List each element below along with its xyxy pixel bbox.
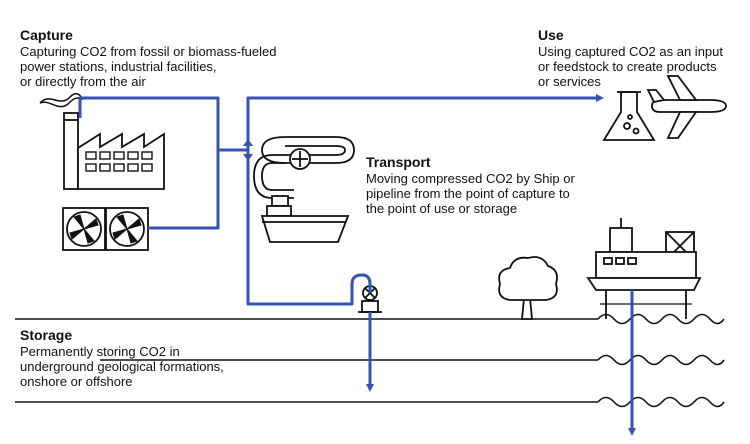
storage-flow-line [246, 150, 372, 306]
transport-title: Transport [366, 154, 431, 170]
use-line: or services [538, 74, 601, 89]
co2-flow [78, 94, 636, 436]
pipeline-icon [253, 136, 355, 199]
storage-line: Permanently storing CO2 in [20, 344, 180, 359]
storage-line: onshore or offshore [20, 374, 133, 389]
junction-arrow-down-icon [243, 154, 253, 161]
offshore-platform-icon [586, 218, 702, 319]
use-text: Use Using captured CO2 as an input or fe… [538, 27, 723, 90]
use-title: Use [538, 27, 564, 43]
capture-title: Capture [20, 27, 73, 43]
transport-text: Transport Moving compressed CO2 by Ship … [366, 154, 575, 217]
transport-line: pipeline from the point of capture to [366, 186, 570, 201]
use-line: Using captured CO2 as an input [538, 44, 723, 59]
capture-text: Capture Capturing CO2 from fossil or bio… [20, 27, 277, 90]
flask-icon [602, 91, 656, 141]
capture-line: power stations, industrial facilities, [20, 59, 217, 74]
capture-flow-line [78, 96, 220, 230]
airplane-icon [646, 75, 727, 139]
fan-icon [62, 207, 149, 251]
capture-line: Capturing CO2 from fossil or biomass-fue… [20, 44, 277, 59]
capture-line: or directly from the air [20, 74, 146, 89]
transport-line: the point of use or storage [366, 201, 518, 216]
junction-arrow-up-icon [243, 139, 253, 146]
ship-icon [260, 195, 350, 243]
transport-line: Moving compressed CO2 by Ship or [366, 171, 575, 186]
use-line: or feedstock to create products [538, 59, 717, 74]
storage-line: underground geological formations, [20, 359, 224, 374]
ground-lines [15, 318, 598, 403]
smoke-icon [39, 92, 84, 108]
factory-icon [63, 112, 165, 190]
storage-text: Storage Permanently storing CO2 in under… [20, 327, 224, 390]
storage-title: Storage [20, 327, 73, 343]
wave-icon [597, 313, 725, 408]
use-flow-arrow [246, 94, 604, 150]
tree-icon [498, 256, 558, 320]
